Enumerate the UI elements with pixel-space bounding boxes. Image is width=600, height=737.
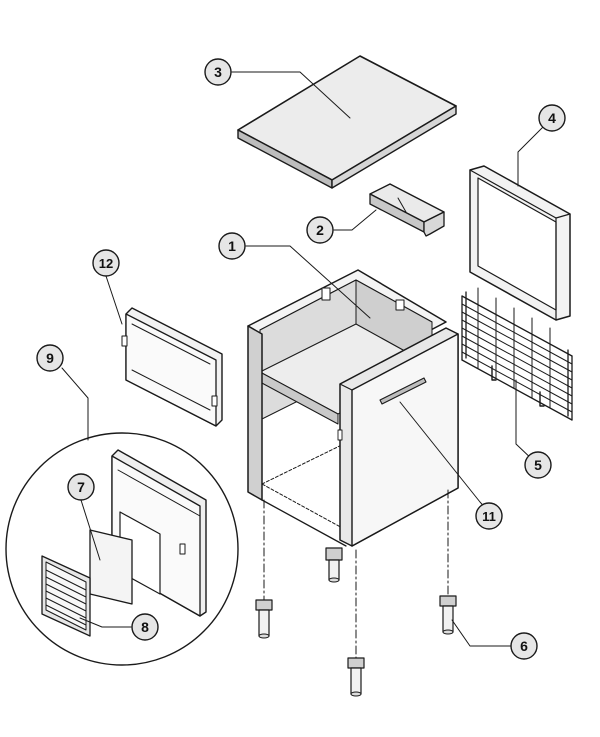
part-door-panel bbox=[337, 327, 459, 547]
callout-9: 9 bbox=[36, 344, 64, 372]
callout-6-label: 6 bbox=[520, 638, 528, 654]
callout-2: 2 bbox=[306, 216, 334, 244]
callout-4-label: 4 bbox=[548, 110, 556, 126]
part-worktop bbox=[237, 55, 457, 189]
callout-9-label: 9 bbox=[46, 350, 54, 366]
detail-circle bbox=[5, 432, 239, 666]
foot-back-right bbox=[439, 489, 457, 635]
part-back-panel bbox=[469, 165, 571, 321]
callouts: 3 2 4 1 12 9 7 8 bbox=[36, 58, 566, 660]
foot-front-mid bbox=[325, 547, 343, 583]
door-handle bbox=[379, 377, 427, 405]
callout-8-label: 8 bbox=[141, 619, 149, 635]
callout-11-label: 11 bbox=[482, 509, 496, 524]
callout-11: 11 bbox=[475, 502, 503, 530]
callout-3-label: 3 bbox=[214, 64, 222, 80]
callout-12-label: 12 bbox=[99, 256, 113, 271]
part-cabinet-body bbox=[247, 269, 447, 547]
callout-5: 5 bbox=[524, 451, 552, 479]
callout-8: 8 bbox=[131, 613, 159, 641]
callout-1: 1 bbox=[218, 232, 246, 260]
part-bracket bbox=[369, 183, 445, 237]
callout-2-label: 2 bbox=[316, 222, 324, 238]
rack-rungs bbox=[461, 287, 573, 413]
foot-front-left bbox=[255, 499, 273, 639]
part-side-panel bbox=[121, 307, 223, 427]
detail-sheet bbox=[89, 529, 133, 605]
callout-5-label: 5 bbox=[534, 457, 542, 473]
callout-12: 12 bbox=[92, 249, 120, 277]
foot-front-right bbox=[347, 549, 365, 697]
detail-vent-grille bbox=[41, 555, 91, 637]
callout-7: 7 bbox=[67, 473, 95, 501]
callout-3: 3 bbox=[204, 58, 232, 86]
callout-6: 6 bbox=[510, 632, 538, 660]
callout-4: 4 bbox=[538, 104, 566, 132]
callout-7-label: 7 bbox=[77, 479, 85, 495]
part-feet bbox=[255, 489, 457, 697]
part-wire-rack bbox=[461, 287, 573, 421]
callout-1-label: 1 bbox=[228, 238, 236, 254]
